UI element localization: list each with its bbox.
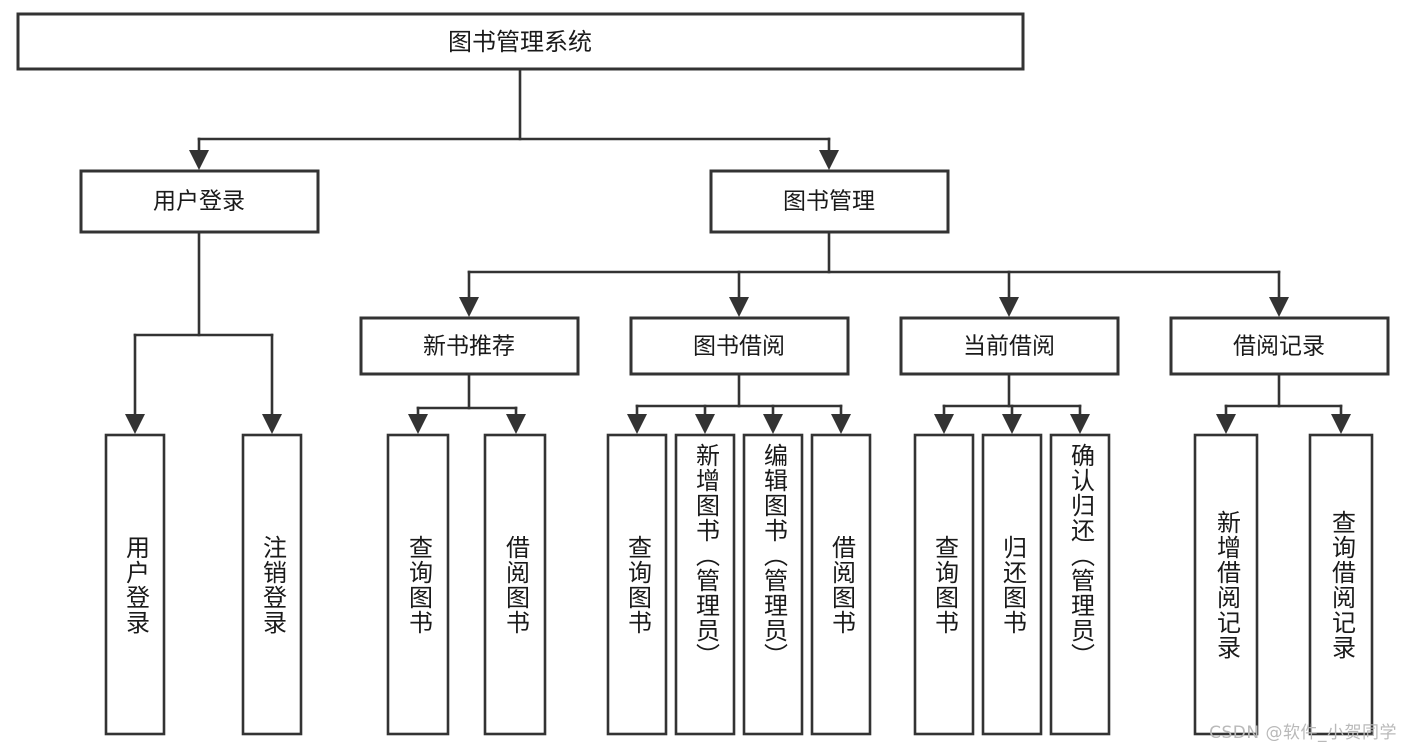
leaf-box-query-book-2[interactable]: [606, 433, 668, 736]
leaf-box-add-book[interactable]: [674, 433, 736, 736]
leaf-boxes: [104, 433, 1374, 736]
arrowhead-leaf-edit-book: [763, 414, 783, 434]
node-book-manage[interactable]: 图书管理: [709, 169, 950, 234]
arrowhead-new-book-recommend: [459, 297, 479, 317]
node-user-login[interactable]: 用户登录: [79, 169, 320, 234]
arrowhead-borrow-record: [1269, 297, 1289, 317]
arrowhead-leaf-logout: [262, 414, 282, 434]
leaf-box-edit-book[interactable]: [742, 433, 804, 736]
node-book-borrow[interactable]: 图书借阅: [629, 316, 850, 376]
connector-group-user-login: [125, 230, 282, 434]
leaf-box-query-record[interactable]: [1308, 433, 1374, 736]
leaf-box-query-book-3[interactable]: [913, 433, 975, 736]
node-user-login-label: 用户登录: [153, 189, 245, 215]
arrowhead-book-manage: [819, 150, 839, 170]
connector-group-borrow-record: [1216, 372, 1351, 434]
leaf-box-confirm-return[interactable]: [1049, 433, 1111, 736]
arrowhead-leaf-add-book: [695, 414, 715, 434]
node-new-book-recommend-label: 新书推荐: [423, 334, 515, 360]
node-new-book-recommend[interactable]: 新书推荐: [359, 316, 580, 376]
arrowhead-user-login: [189, 150, 209, 170]
arrowhead-leaf-user-login: [125, 414, 145, 434]
leaf-box-logout[interactable]: [241, 433, 303, 736]
arrowhead-leaf-return-book: [1002, 414, 1022, 434]
node-borrow-record-label: 借阅记录: [1233, 334, 1325, 360]
leaf-box-borrow-book-1[interactable]: [483, 433, 547, 736]
connector-group-root: [189, 67, 839, 170]
node-root[interactable]: 图书管理系统: [16, 12, 1025, 71]
arrowhead-leaf-confirm-return: [1070, 414, 1090, 434]
node-borrow-record[interactable]: 借阅记录: [1169, 316, 1390, 376]
leaf-box-query-book-1[interactable]: [386, 433, 450, 736]
arrowhead-leaf-borrow-book-1: [506, 414, 526, 434]
csdn-watermark: CSDN @软件_小贺同学: [1209, 723, 1397, 743]
arrowhead-current-borrow: [999, 297, 1019, 317]
connector-group-current-borrow: [934, 372, 1090, 434]
arrowhead-leaf-add-record: [1216, 414, 1236, 434]
arrowhead-leaf-query-book-2: [627, 414, 647, 434]
connector-group-book-borrow: [627, 372, 851, 434]
connector-group-book-manage: [459, 230, 1289, 317]
node-new-book-recommend-box[interactable]: [359, 316, 580, 376]
leaf-box-user-login[interactable]: [104, 433, 166, 736]
arrowhead-leaf-borrow-book-2: [831, 414, 851, 434]
node-root-box[interactable]: [16, 12, 1025, 71]
node-current-borrow[interactable]: 当前借阅: [899, 316, 1120, 376]
leaf-box-add-record[interactable]: [1193, 433, 1259, 736]
leaf-box-return-book[interactable]: [981, 433, 1043, 736]
arrowhead-leaf-query-record: [1331, 414, 1351, 434]
node-user-login-box[interactable]: [79, 169, 320, 234]
connector-group-new-book-recommend: [408, 372, 526, 434]
node-book-borrow-label: 图书借阅: [693, 334, 785, 360]
node-current-borrow-box[interactable]: [899, 316, 1120, 376]
node-root-label: 图书管理系统: [448, 28, 592, 56]
node-book-manage-label: 图书管理: [783, 189, 875, 215]
leaf-box-borrow-book-2[interactable]: [810, 433, 872, 736]
arrowhead-book-borrow: [729, 297, 749, 317]
arrowhead-leaf-query-book-1: [408, 414, 428, 434]
arrowhead-leaf-query-book-3: [934, 414, 954, 434]
node-current-borrow-label: 当前借阅: [963, 334, 1055, 360]
node-book-borrow-box[interactable]: [629, 316, 850, 376]
node-book-manage-box[interactable]: [709, 169, 950, 234]
node-borrow-record-box[interactable]: [1169, 316, 1390, 376]
